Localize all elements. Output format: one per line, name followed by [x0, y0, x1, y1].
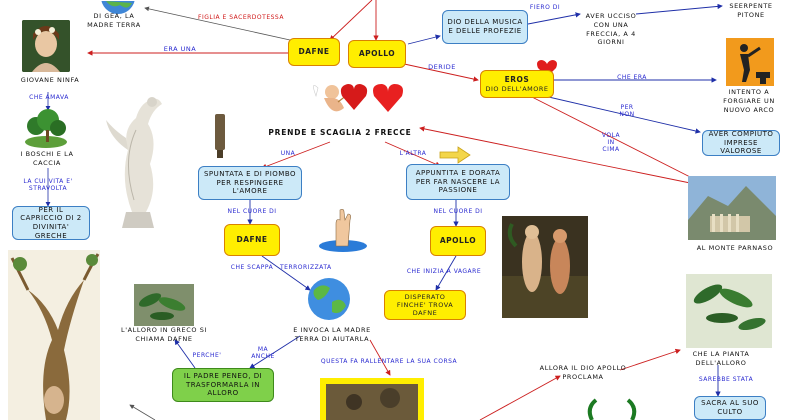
node-capriccio[interactable]: PER IL CAPRICCIO DI 2 DIVINITA' GRECHE [12, 206, 90, 240]
node-padre[interactable]: IL PADRE PENEO, DI TRASFORMARLA IN ALLOR… [172, 368, 274, 402]
label-perche: PERCHE' [192, 352, 222, 359]
node-eros-subtitle: DIO DELL'AMORE [485, 84, 549, 93]
laurel-wreath-icon [582, 398, 642, 420]
text-monte-parnaso: AL MONTE PARNASO [696, 244, 774, 252]
link-allora-pianta [619, 348, 681, 371]
link-bottom-allora [479, 375, 561, 420]
mount-parnassus-image [688, 176, 776, 240]
text-boschi: I BOSCHI E LA CACCIA [20, 150, 74, 167]
link-invoca-questa [369, 339, 391, 376]
text-giovane-ninfa: GIOVANE NINFA [20, 76, 80, 84]
link-musica-ucciso [527, 12, 581, 25]
label-che-inizia: CHE INIZIA A VAGARE [406, 268, 482, 275]
arrow-quiver-image [208, 110, 232, 160]
link-eros-compiuto [539, 94, 701, 134]
node-apollo[interactable]: APOLLO [348, 40, 406, 68]
nymph-portrait-image [22, 20, 70, 72]
label-questa-fa: QUESTA FA RALLENTARE LA SUA CORSA [320, 358, 458, 365]
node-eros-title: EROS [504, 75, 530, 85]
node-disperato[interactable]: DISPERATO FINCHE' TROVA DAFNE [384, 290, 466, 320]
node-dio-musica[interactable]: DIO DELLA MUSICA E DELLE PROFEZIE [442, 10, 528, 44]
label-nel-cuore-di-1: NEL CUORE DI [227, 208, 277, 215]
label-figlia: FIGLIA E SACERDOTESSA [198, 14, 284, 21]
laurel-leaves-image [134, 284, 194, 326]
laurel-plant-image [686, 274, 772, 348]
text-serpente: SEERPENTE PITONE [729, 2, 773, 19]
text-pianta: CHE LA PIANTA DELL'ALLORO [692, 350, 750, 367]
label-terrorizzata: TERRORIZZATA [280, 264, 332, 271]
label-deride: DERIDE [428, 63, 456, 71]
link-apollo-musica [407, 34, 441, 45]
node-apollo-mid[interactable]: APOLLO [430, 226, 486, 256]
earth-globe-image [98, 0, 138, 14]
link-padre-alloro [174, 339, 196, 369]
earth-globe-mid-image [306, 276, 352, 322]
link-dafne-gea [144, 6, 291, 41]
label-ma-anche: MA ANCHE [251, 346, 275, 361]
hearts-image [340, 80, 406, 114]
link-invoca-padre [249, 335, 301, 369]
blacksmith-icon [726, 38, 774, 86]
label-era-una: ERA UNA [163, 45, 197, 53]
label-sarebbe-stata: SAREBBE STATA [698, 376, 754, 383]
chase-painting-image [320, 378, 424, 420]
label-una: UNA [280, 150, 296, 157]
text-invoca: E INVOCA LA MADRE TERRA DI AIUTARLA [293, 326, 371, 343]
link-dafne-invoca [261, 255, 311, 291]
node-dafne[interactable]: DAFNE [288, 38, 340, 66]
hand-in-water-image [318, 206, 368, 252]
label-la-cui-vita: LA CUI VITA E' STRAVOLTA [23, 178, 73, 193]
golden-arrow-icon [438, 146, 472, 164]
link-monte-prende [419, 126, 701, 186]
label-laltra: L'ALTRA [399, 150, 427, 157]
heart-small-icon [536, 58, 558, 78]
link-left-bottom [129, 404, 156, 420]
text-aver-ucciso: AVER UCCISO CON UNA FRECCIA, A 4 GIORNI [585, 12, 637, 47]
label-fiero-di: FIERO DI [529, 4, 561, 11]
link-prende-spuntata [261, 141, 331, 169]
node-aver-compiuto[interactable]: AVER COMPIUTO IMPRESE VALOROSE [702, 130, 780, 156]
link-top-dafne [329, 0, 373, 41]
label-nel-cuore-di-2: NEL CUORE DI [433, 208, 483, 215]
link-ucciso-serpente [635, 3, 723, 15]
painting-apollo-daphne-image [502, 216, 588, 318]
text-alloro-greco: L'ALLORO IN GRECO SI CHIAMA DAFNE [121, 326, 207, 343]
text-prende-frecce: PRENDE E SCAGLIA 2 FRECCE [268, 128, 412, 137]
link-apollo-disperato [435, 255, 457, 291]
tree-trunk-image [8, 250, 100, 420]
label-che-scappa: CHE SCAPPA [230, 264, 274, 271]
link-prende-appuntita [384, 141, 441, 167]
label-che-amava: CHE AMAVA [29, 94, 69, 101]
forest-image [24, 108, 68, 148]
text-intento: INTENTO A FORGIARE UN NUOVO ARCO [723, 88, 775, 114]
apollo-daphne-statue-image [92, 90, 174, 230]
link-apollo-eros [394, 61, 479, 82]
node-eros[interactable]: EROS DIO DELL'AMORE [480, 70, 554, 98]
cupid-image [308, 78, 358, 122]
node-dafne-mid[interactable]: DAFNE [224, 224, 280, 256]
text-allora-dio: ALLORA IL DIO APOLLO PROCLAMA [539, 364, 627, 381]
node-sacra[interactable]: SACRA AL SUO CULTO [694, 396, 766, 420]
node-spuntata[interactable]: SPUNTATA E DI PIOMBO PER RESPINGERE L'AM… [198, 166, 302, 200]
link-eros-monte [529, 95, 701, 183]
label-che-era: CHE ERA [617, 74, 647, 81]
text-gea: DI GEA, LA MADRE TERRA [87, 12, 141, 29]
label-vola-in-cima: VOLA IN CIMA [601, 132, 621, 154]
node-appuntita[interactable]: APPUNTITA E DORATA PER FAR NASCERE LA PA… [406, 164, 510, 200]
label-per-non: PER NON [619, 104, 635, 119]
